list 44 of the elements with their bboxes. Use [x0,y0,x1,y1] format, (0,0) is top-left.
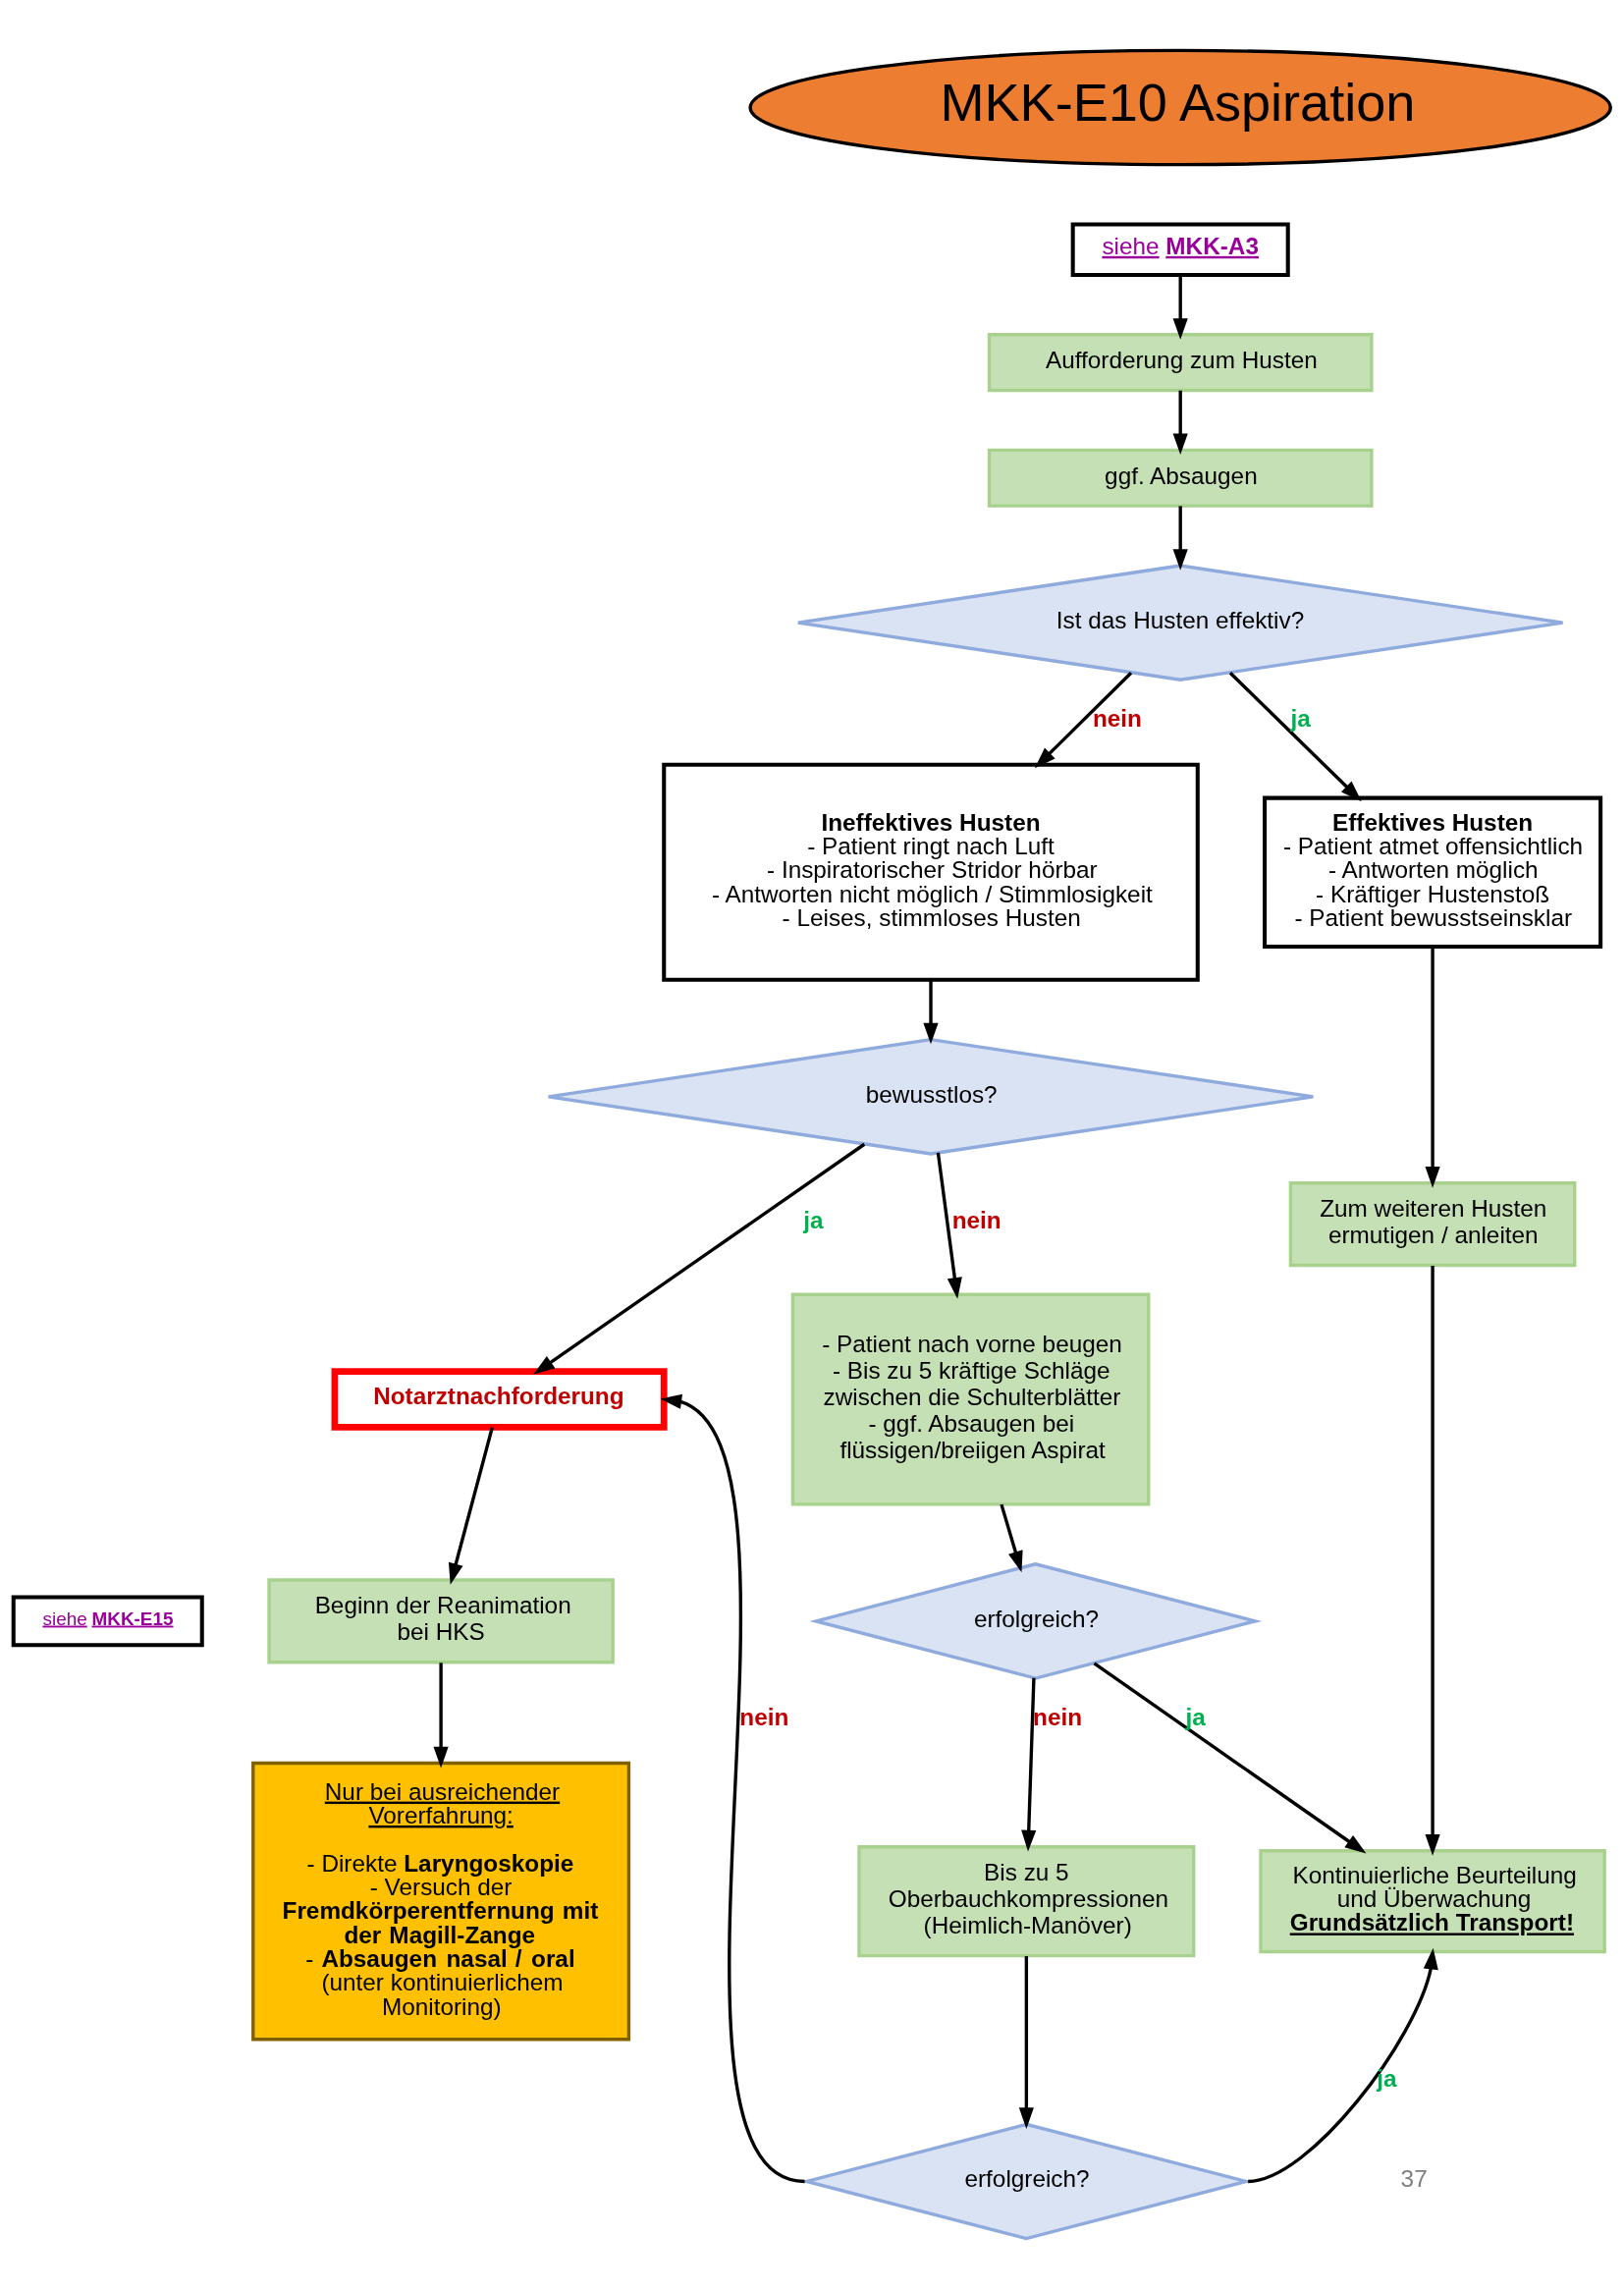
node-box: siehe MKK-E15 [11,1595,204,1648]
arrow [1018,1956,1034,2129]
arrow [923,979,939,1045]
node-box: siehe MKK-A3 [1070,222,1290,277]
node-box: Zum weiteren Husten ermutigen / anleiten [1288,1181,1577,1268]
arrow [448,1427,494,1585]
arrow [1172,506,1188,571]
arrow [1034,671,1133,769]
node-box: Ineffektives Husten - Patient ringt nach Luft - Inspiratorischer Stridor hörbar - Antworten nicht möglich / Stimmlosigkeit - Leises, stimmloses Husten [662,762,1200,982]
node-box: Beginn der Reanimation bei HKS [267,1578,615,1664]
arrow [1425,1265,1440,1856]
arrow [1228,671,1362,802]
node-box: Nur bei ausreichender Vorerfahrung: - Direkte Laryngoskopie - Versuch der Fremdkörperentfernung mit der Magill-Zange - Absaugen nasal / oral (unter kontinuierlichem Monitoring) [251,1761,631,2042]
arrow [1172,390,1188,456]
arrow [1247,1947,1438,2184]
node-diamond: bewusstlos? [546,1038,1316,1156]
edge-label: nein [1033,1703,1083,1730]
arrow [1093,1662,1367,1854]
arrow [533,1142,866,1375]
arrow [1021,1677,1037,1852]
arrow [936,1152,962,1299]
arrow [1000,1503,1023,1573]
node-box: Effektives Husten - Patient atmet offensichtlich - Antworten möglich - Kräftiger Hustenstoß - Patient bewusstseinsklar [1263,795,1603,950]
arrow [660,1393,806,2183]
edge-label: ja [803,1207,824,1234]
edge-label: nein [951,1207,1001,1234]
node-box: Aufforderung zum Husten [987,333,1374,393]
edge-label: nein [1092,705,1142,733]
node-box: Kontinuierliche Beurteilung und Überwachung Grundsätzlich Transport! [1259,1849,1606,1954]
node-box: Notarztnachforderung [331,1368,668,1431]
node-box: ggf. Absaugen [987,448,1374,508]
arrow [433,1662,449,1769]
edge-label: ja [1185,1703,1206,1730]
label: 37 [1400,2165,1428,2193]
node-diamond: erfolgreich? [809,1562,1263,1680]
node-box: Bis zu 5 Oberbauchkompressionen (Heimlich-Manöver) [857,1845,1196,1958]
node-box: - Patient nach vorne beugen - Bis zu 5 kräftige Schläge zwischen die Schulterblätter - ggf. Absaugen bei flüssigen/breiigen Aspirat [790,1292,1151,1506]
edge-label: nein [739,1703,789,1730]
node-ellipse: MKK-E10 Aspiration [748,48,1612,167]
edge-label: ja [1290,705,1311,733]
arrow [1172,274,1188,340]
arrow [1425,947,1440,1188]
edge-label: ja [1377,2064,1397,2092]
node-diamond: Ist das Husten effektiv? [796,564,1565,681]
